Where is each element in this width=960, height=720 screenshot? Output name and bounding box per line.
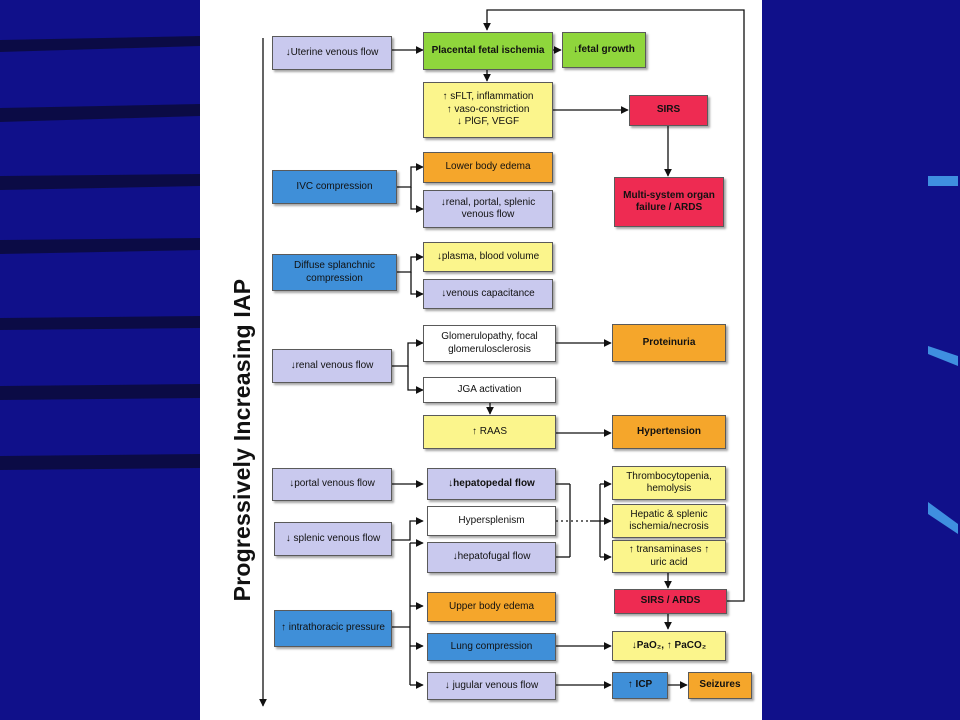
node-hypersplenism: Hypersplenism [427, 506, 556, 536]
node-intrathoracic-pressure: ↑ intrathoracic pressure [274, 610, 392, 647]
node-renal-portal-splenic: ↓renal, portal, splenic venous flow [423, 190, 553, 228]
node-transaminases: ↑ transaminases ↑ uric acid [612, 540, 726, 573]
node-multi-system-organ-failure: Multi-system organ failure / ARDS [614, 177, 724, 227]
node-lower-body-edema: Lower body edema [423, 152, 553, 183]
node-raas: ↑ RAAS [423, 415, 556, 449]
node-placental-ischemia: Placental fetal ischemia [423, 32, 553, 70]
node-pao2-paco2: ↓PaO₂, ↑ PaCO₂ [612, 631, 726, 661]
node-renal-venous-flow: ↓renal venous flow [272, 349, 392, 383]
node-thrombocytopenia: Thrombocytopenia, hemolysis [612, 466, 726, 500]
node-plasma-blood-volume: ↓plasma, blood volume [423, 242, 553, 272]
node-upper-body-edema: Upper body edema [427, 592, 556, 622]
left-dark-stripes [0, 36, 200, 470]
node-sirs-ards: SIRS / ARDS [614, 589, 727, 614]
node-lung-compression: Lung compression [427, 633, 556, 661]
node-hepatopedal-flow: ↓hepatopedal flow [427, 468, 556, 500]
node-icp: ↑ ICP [612, 672, 668, 699]
node-portal-venous-flow: ↓portal venous flow [272, 468, 392, 501]
feedback-loop-line [483, 9, 745, 602]
node-hepatic-splenic-ischemia: Hepatic & splenic ischemia/necrosis [612, 504, 726, 538]
node-diffuse-splanchnic: Diffuse splanchnic compression [272, 254, 397, 291]
node-proteinuria: Proteinuria [612, 324, 726, 362]
node-splenic-venous-flow: ↓ splenic venous flow [274, 522, 392, 556]
right-accent-marks [928, 176, 958, 534]
node-jugular-venous-flow: ↓ jugular venous flow [427, 672, 556, 700]
node-hepatofugal-flow: ↓hepatofugal flow [427, 542, 556, 573]
node-venous-capacitance: ↓venous capacitance [423, 279, 553, 309]
node-sirs-top: SIRS [629, 95, 708, 126]
node-glomerulopathy: Glomerulopathy, focal glomerulosclerosis [423, 325, 556, 362]
node-hypertension: Hypertension [612, 415, 726, 449]
node-jga-activation: JGA activation [423, 377, 556, 403]
node-seizures: Seizures [688, 672, 752, 699]
node-fetal-growth: ↓fetal growth [562, 32, 646, 68]
node-ivc-compression: IVC compression [272, 170, 397, 204]
node-uterine-venous-flow: ↓Uterine venous flow [272, 36, 392, 70]
node-sflt-inflammation: ↑ sFLT, inflammation ↑ vaso-constriction… [423, 82, 553, 138]
iap-axis-label: Progressively Increasing IAP [229, 278, 255, 602]
